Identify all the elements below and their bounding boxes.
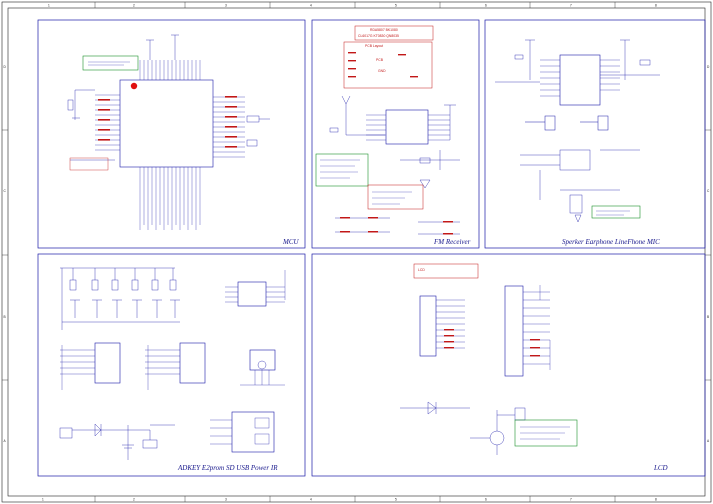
pin1-dot	[130, 82, 138, 90]
lcd-connector-left	[419, 295, 437, 357]
peripherals-section-title: ADKEY E2prom SD USB Power IR	[177, 464, 278, 472]
ruler-right-a: A	[707, 439, 710, 443]
fm-layout-box	[343, 41, 433, 89]
usb-connector	[231, 411, 275, 453]
ruler-bottom-3: 3	[225, 498, 227, 502]
mcu-chip	[119, 79, 214, 168]
ruler-left-c: C	[4, 189, 7, 193]
ruler-top-7: 7	[570, 4, 572, 8]
fm-section-title: FM Receiver	[433, 238, 471, 246]
audio-section: Sperker Earphone LineFhone MIC	[484, 19, 706, 249]
ruler-left-b: B	[4, 315, 6, 319]
lcd-connector-right	[504, 285, 524, 377]
ruler-bottom-4: 4	[310, 498, 312, 502]
ruler-bottom-7: 7	[570, 498, 572, 502]
ruler-top-8: 8	[655, 4, 657, 8]
fm-layout-title: PCB Layout	[365, 44, 383, 48]
eeprom-chip	[237, 281, 267, 307]
lcd-section-title: LCD	[653, 464, 668, 472]
mcu-section-title: MCU	[282, 238, 300, 246]
ruler-left-d: D	[4, 65, 7, 69]
amp-chip	[559, 54, 601, 106]
inner-frame	[7, 7, 706, 497]
ruler-bottom-6: 6	[485, 498, 487, 502]
ruler-top-5: 5	[395, 4, 397, 8]
mcu-section: MCU	[37, 19, 306, 249]
peripherals-section: ADKEY E2prom SD USB Power IR	[37, 253, 306, 477]
ruler-bottom-1: 1	[42, 498, 44, 502]
fm-chip	[385, 109, 429, 145]
ruler-bottom-2: 2	[133, 498, 135, 502]
lcd-green-note	[514, 419, 578, 447]
audio-green-note	[591, 205, 641, 219]
lcd-section: LCD	[311, 253, 706, 477]
ruler-right-b: B	[707, 315, 709, 319]
fm-green-note	[315, 153, 369, 187]
fm-note-line1: RDA5807 BK1080	[370, 28, 398, 32]
ruler-left-a: A	[4, 439, 7, 443]
ruler-top-6: 6	[485, 4, 487, 8]
bottom-ruler: 1 2 3 4 5 6 7 8	[42, 496, 657, 502]
fm-gnd-label: GND	[378, 69, 386, 73]
top-ruler: 1 2 3 4 5 6 7 8	[48, 2, 657, 8]
lcd-note-box	[413, 263, 479, 279]
sd-socket-1	[94, 342, 121, 384]
fm-note-line2: CL6017G KT0830 QN8035	[358, 34, 399, 38]
fm-section: RDA5807 BK1080 CL6017G KT0830 QN8035 PCB…	[311, 19, 480, 249]
sd-socket-2	[179, 342, 206, 384]
audio-section-title: Sperker Earphone LineFhone MIC	[562, 238, 660, 246]
fm-red-note	[367, 184, 424, 210]
ruler-bottom-8: 8	[655, 498, 657, 502]
mcu-note-box	[82, 55, 139, 71]
ruler-right-d: D	[707, 65, 710, 69]
ir-receiver	[249, 349, 276, 371]
ruler-top-3: 3	[225, 4, 227, 8]
ruler-bottom-5: 5	[395, 498, 397, 502]
fm-note-red	[354, 25, 434, 41]
ruler-right-c: C	[707, 189, 710, 193]
ruler-top-4: 4	[310, 4, 312, 8]
ruler-top-2: 2	[133, 4, 135, 8]
fm-pcb-label: PCB	[376, 58, 384, 62]
lcd-note-label: LCD	[418, 268, 425, 272]
ruler-top-1: 1	[48, 4, 50, 8]
side-ruler: D C B A D C B A	[2, 65, 711, 443]
